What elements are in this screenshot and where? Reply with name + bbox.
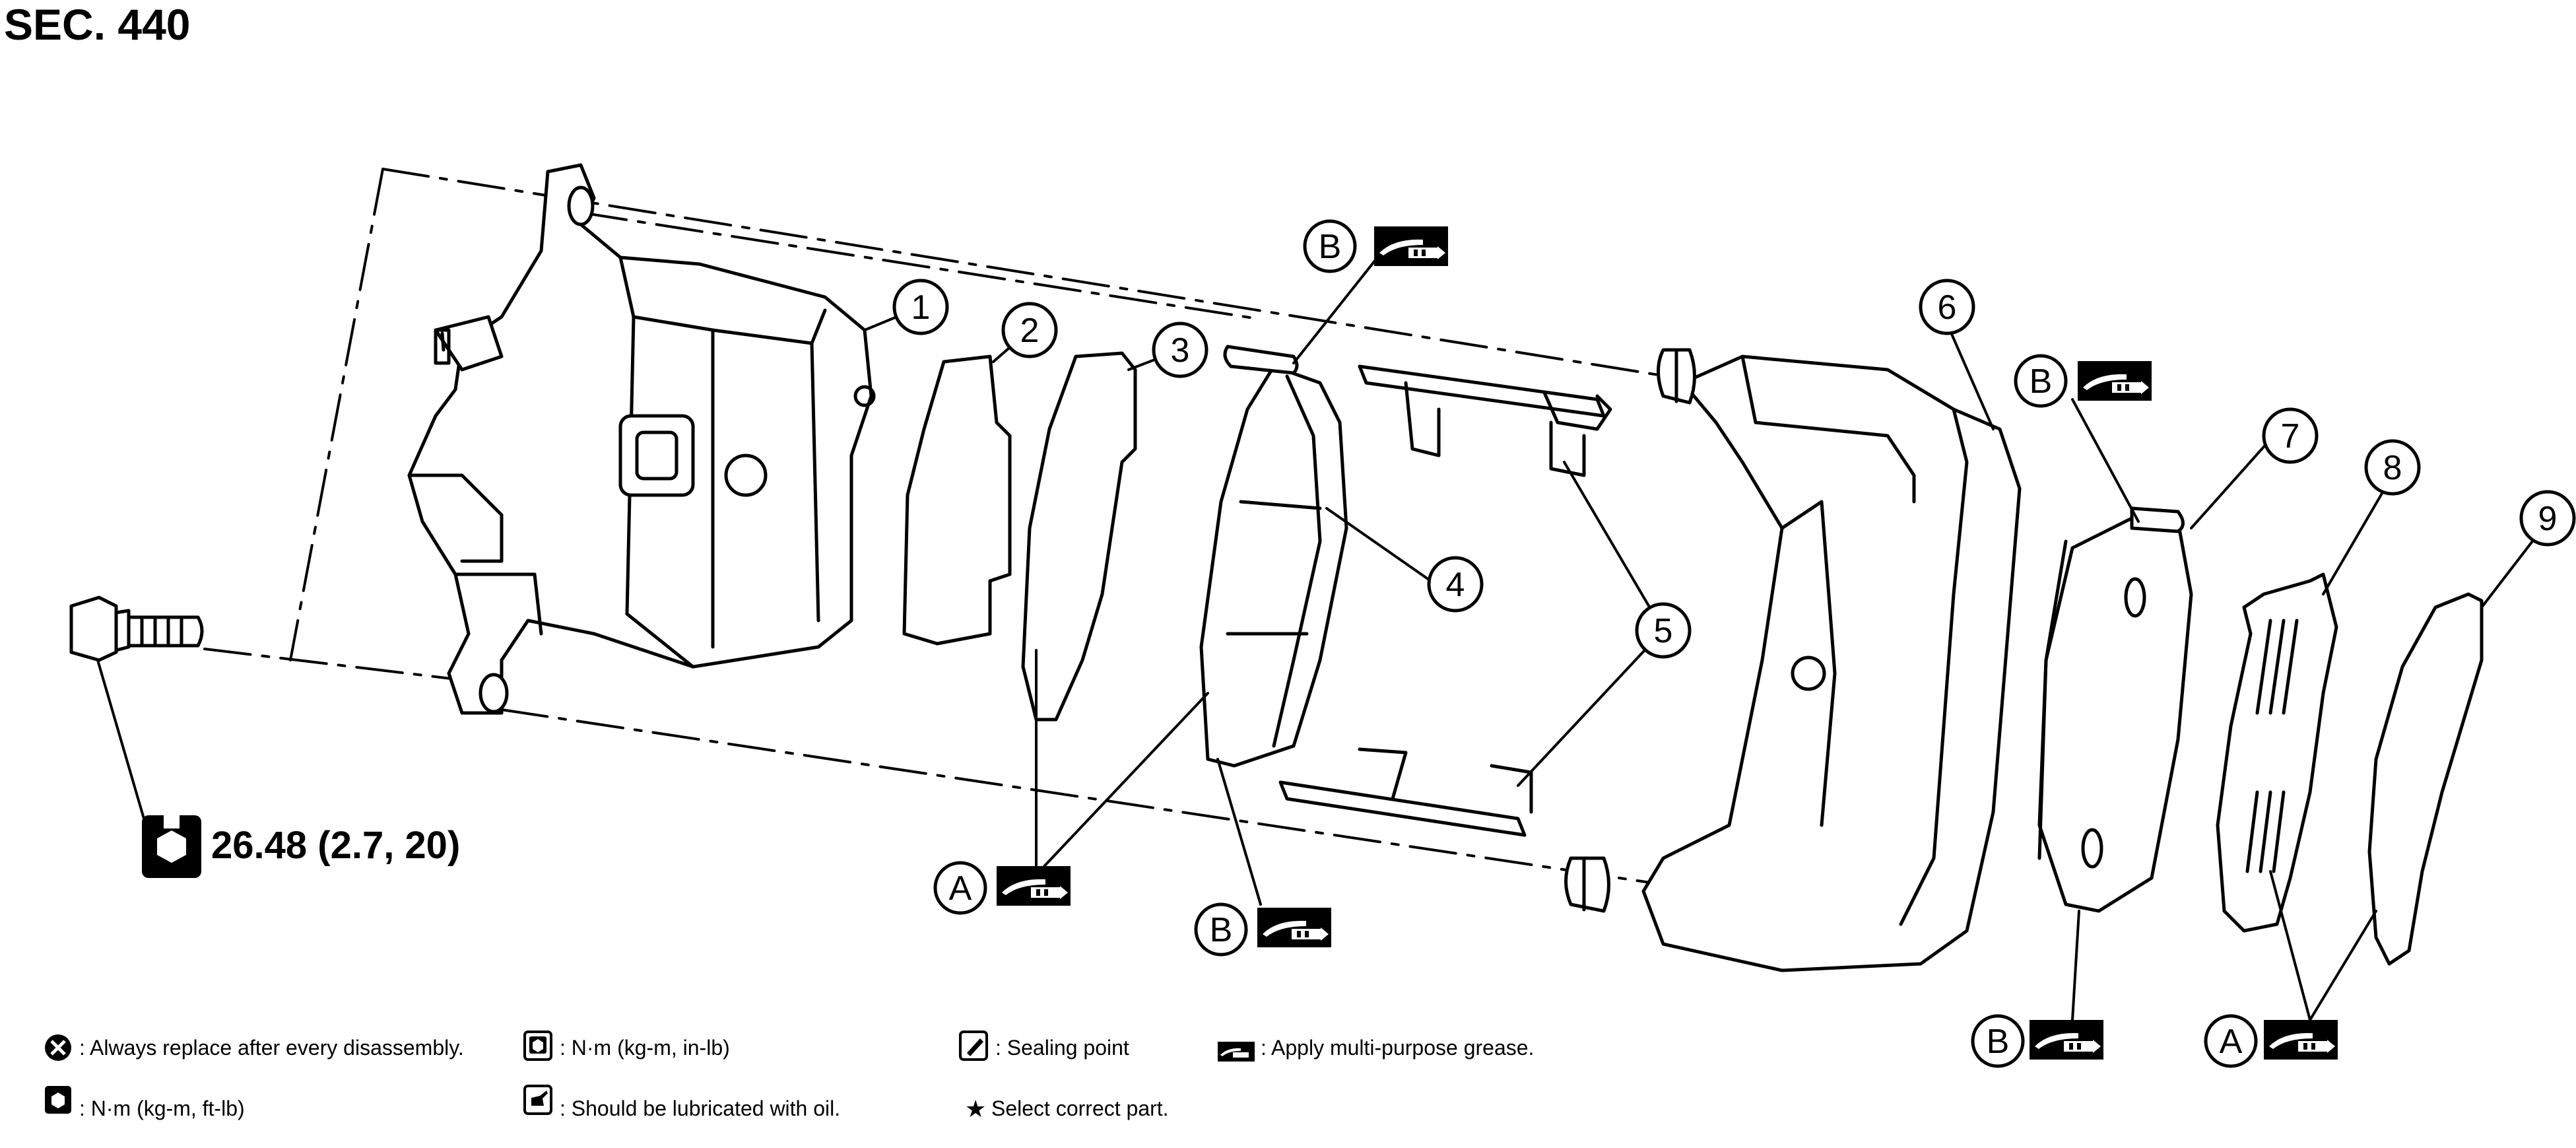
legend-torque-in: : N·m (kg-m, in-lb): [560, 1036, 730, 1060]
oil-can-icon: [523, 1085, 552, 1115]
callout-6: 6: [1919, 279, 1975, 335]
inner-shim: [1021, 351, 1137, 722]
callout-2-label: 2: [1020, 312, 1040, 350]
alignment-lines: [203, 168, 1717, 894]
grease-gun-icon: [1374, 226, 1448, 266]
wrench-hex-icon: [142, 815, 201, 878]
callout-5-label: 5: [1654, 612, 1673, 650]
callout-1: 1: [892, 279, 949, 335]
letter-b-label: B: [1210, 911, 1233, 949]
inner-brake-pad: [2037, 506, 2193, 913]
outer-brake-pad: [1199, 345, 1348, 768]
inner-pad-shim: [2216, 572, 2338, 933]
x-circle-icon: [45, 1034, 71, 1061]
inner-shim-cover: [2367, 592, 2484, 966]
grease-gun-icon: [997, 866, 1071, 906]
legend-sealing: : Sealing point: [995, 1036, 1129, 1060]
letter-b-label: B: [1319, 228, 1342, 266]
legend-grease: : Apply multi-purpose grease.: [1261, 1036, 1534, 1060]
grease-callout-b-lower: B: [1194, 902, 1331, 957]
grease-gun-icon: [2030, 1020, 2103, 1060]
grease-callout-b-right-bottom: B: [1971, 1014, 2103, 1068]
letter-b-label: B: [2030, 362, 2053, 401]
legend-oil: : Should be lubricated with oil.: [560, 1097, 840, 1120]
callout-7-label: 7: [2281, 417, 2300, 456]
wrench-hex-icon: [523, 1030, 552, 1061]
letter-a-label: A: [949, 869, 972, 908]
section-title: SEC. 440: [4, 0, 191, 49]
star-icon: ★: [965, 1096, 986, 1123]
callout-4: 4: [1427, 556, 1484, 613]
callout-9-label: 9: [2538, 500, 2558, 538]
callout-9: 9: [2519, 490, 2576, 547]
torque-value: 26.48 (2.7, 20): [211, 824, 460, 867]
torque-member-bracket: [1564, 348, 2022, 972]
callout-7: 7: [2262, 407, 2319, 464]
letter-a-label: A: [2220, 1023, 2243, 1061]
caliper-body: [407, 163, 876, 715]
legend-replace: : Always replace after every disassembly…: [79, 1036, 464, 1060]
grease-callout-a-right: A: [2204, 1014, 2338, 1068]
torque-spec: 26.48 (2.7, 20): [142, 815, 460, 878]
callout-5: 5: [1635, 602, 1692, 659]
callout-3-label: 3: [1171, 331, 1190, 370]
callout-3: 3: [1152, 321, 1208, 378]
sealant-tube-icon: [959, 1030, 988, 1061]
callout-8-label: 8: [2383, 449, 2402, 487]
grease-callout-b-right-top: B: [2014, 354, 2152, 408]
legend-torque-ft: : N·m (kg-m, ft-lb): [79, 1097, 245, 1120]
grease-gun-icon: [2078, 361, 2152, 401]
callout-4-label: 4: [1446, 566, 1465, 604]
letter-b-label: B: [1987, 1023, 2010, 1061]
pad-retainers: [1278, 364, 1612, 837]
guide-pin-bolt: [69, 595, 204, 662]
grease-callout-b-top: B: [1303, 219, 1448, 273]
grease-gun-icon: [2264, 1020, 2338, 1060]
callout-6-label: 6: [1938, 288, 1957, 327]
grease-gun-icon: [1257, 908, 1331, 947]
wrench-hex-icon: [45, 1086, 71, 1114]
grease-gun-icon: [1218, 1042, 1255, 1062]
assembly-drawing: [69, 163, 2549, 1021]
grease-callout-a-left: A: [933, 861, 1071, 915]
callout-8: 8: [2364, 439, 2421, 496]
legend: : Always replace after every disassembly…: [45, 1030, 1534, 1123]
callout-2: 2: [1001, 302, 1058, 358]
callout-1-label: 1: [911, 288, 931, 327]
legend-star: Select correct part.: [991, 1097, 1169, 1120]
outer-shim: [902, 355, 1012, 646]
